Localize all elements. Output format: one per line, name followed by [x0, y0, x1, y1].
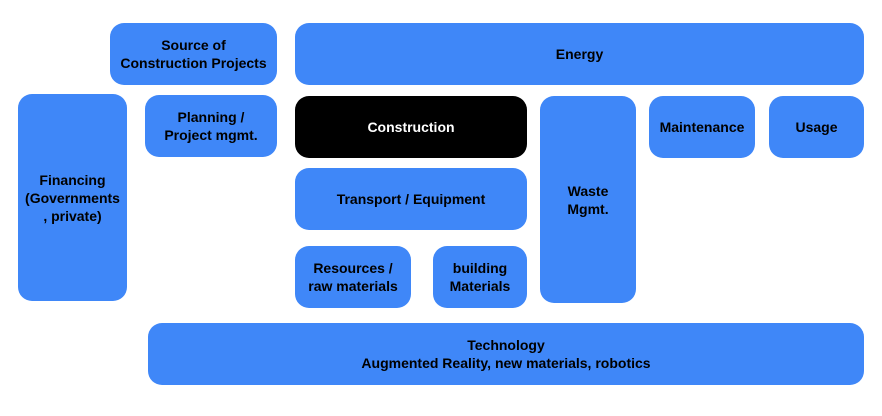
waste-management-box: Waste Mgmt. [540, 96, 636, 303]
transport-equipment-box: Transport / Equipment [295, 168, 527, 230]
planning-box: Planning / Project mgmt. [145, 95, 277, 157]
energy-box: Energy [295, 23, 864, 85]
financing-box: Financing (Governments , private) [18, 94, 127, 301]
resources-box: Resources / raw materials [295, 246, 411, 308]
construction-box: Construction [295, 96, 527, 158]
source-of-construction-projects-box: Source of Construction Projects [110, 23, 277, 85]
building-materials-box: building Materials [433, 246, 527, 308]
usage-box: Usage [769, 96, 864, 158]
technology-box: Technology Augmented Reality, new materi… [148, 323, 864, 385]
maintenance-box: Maintenance [649, 96, 755, 158]
